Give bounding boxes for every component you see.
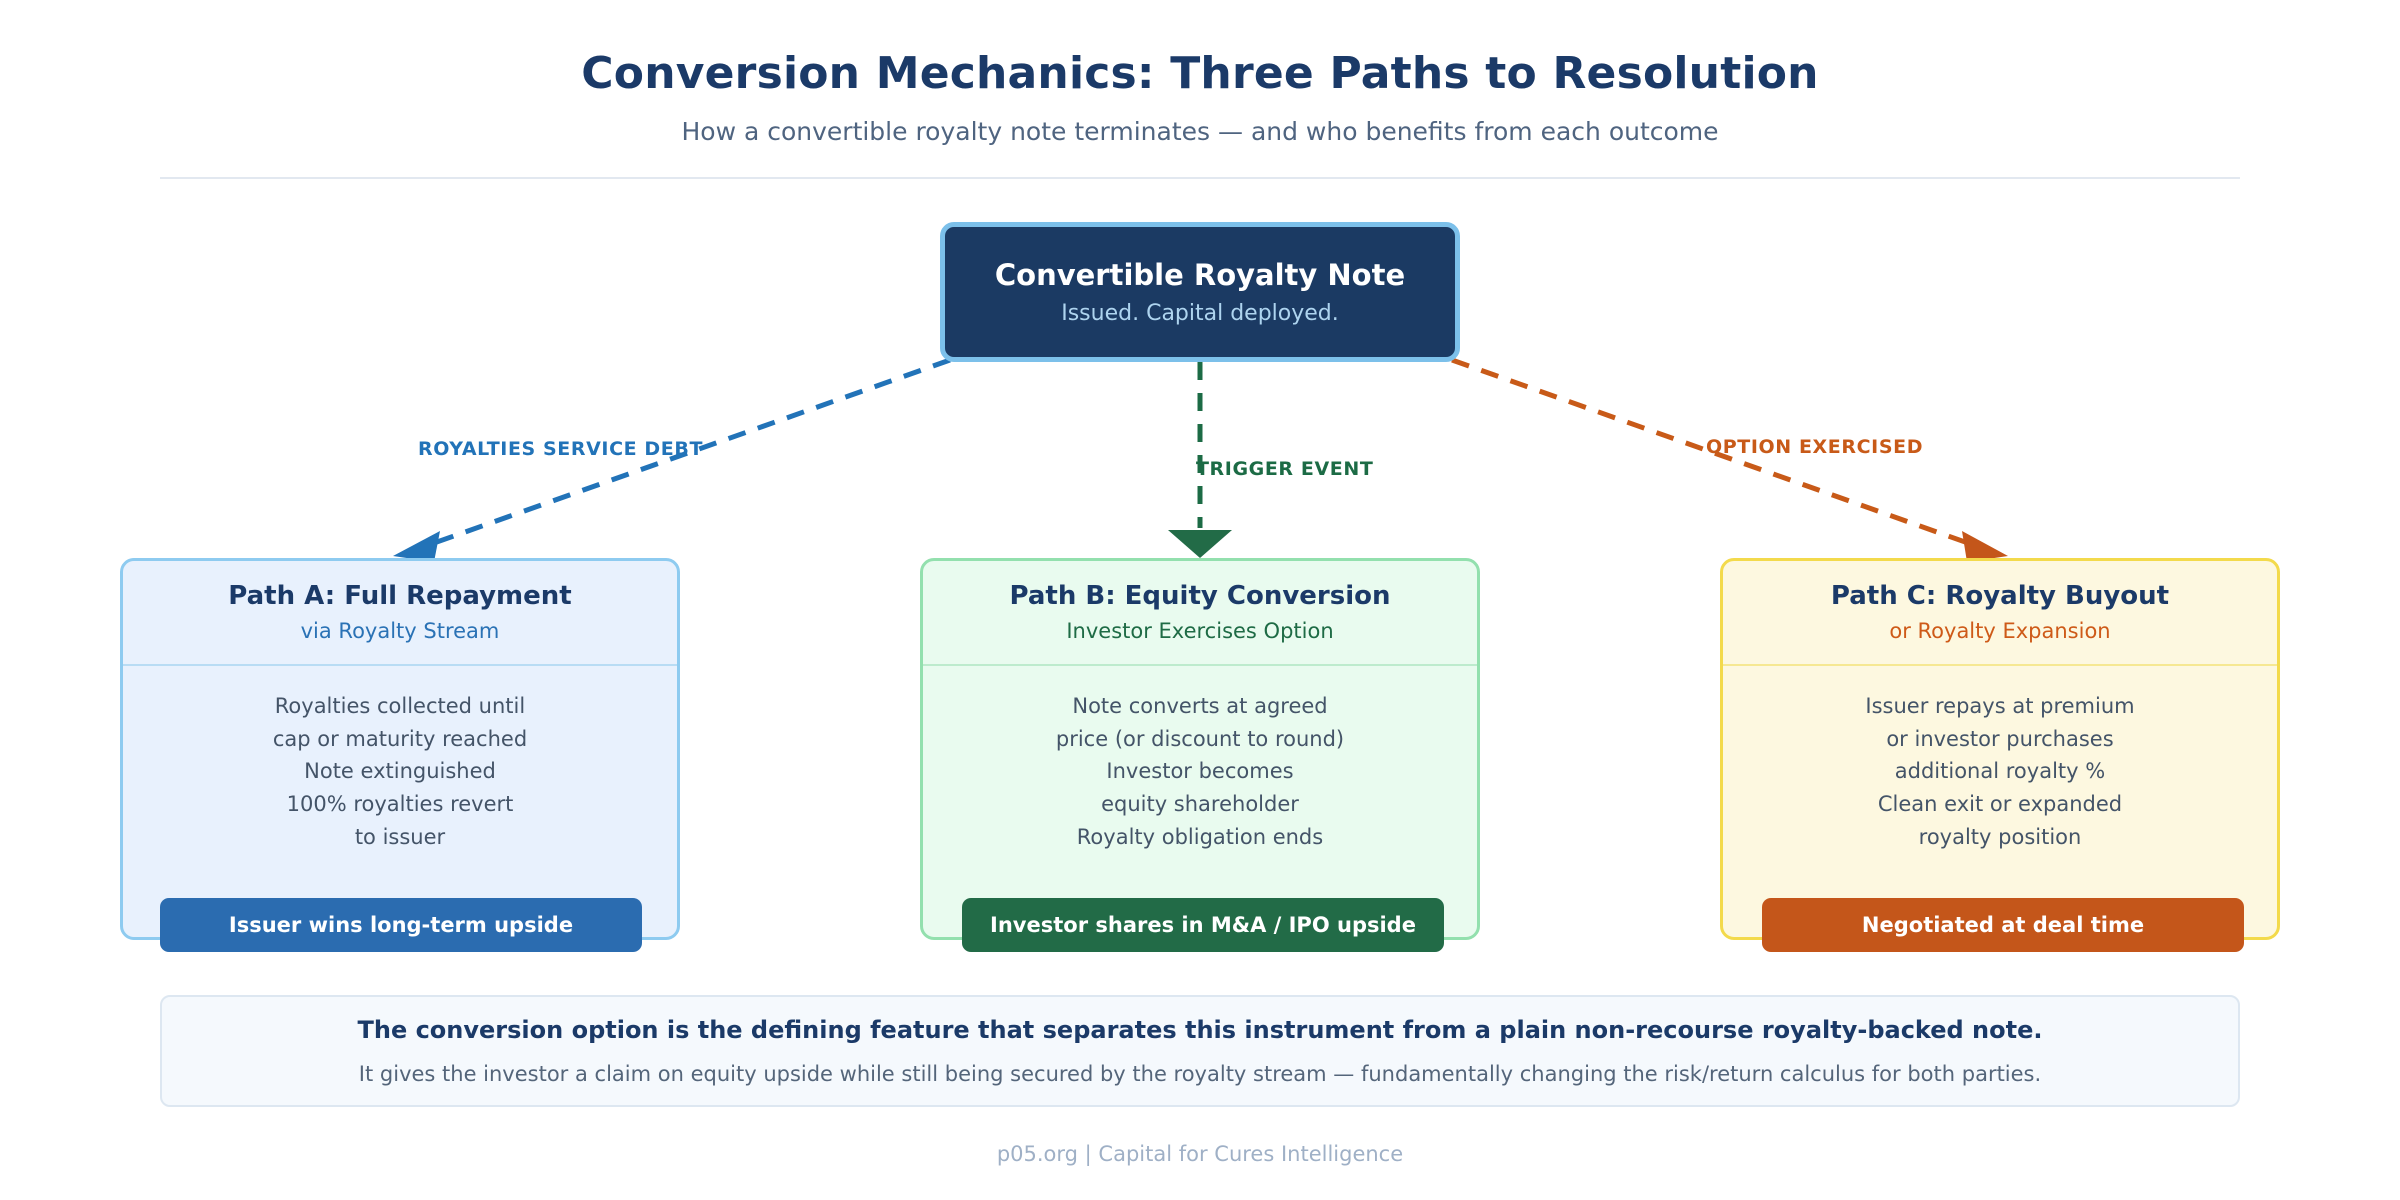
edge-label-option-exercised: OPTION EXERCISED [1706, 436, 1924, 458]
header-divider [160, 177, 2240, 179]
path-card-a-body: Royalties collected until cap or maturit… [123, 666, 677, 853]
root-node-title: Convertible Royalty Note [994, 257, 1406, 292]
path-card-a-line: 100% royalties revert [286, 791, 514, 816]
summary-callout: The conversion option is the defining fe… [160, 995, 2240, 1107]
connector-path-a [393, 357, 951, 562]
path-card-b-line: price (or discount to round) [1055, 726, 1345, 751]
page-title: Conversion Mechanics: Three Paths to Res… [581, 48, 1819, 99]
path-card-a-line: Royalties collected until [274, 694, 526, 718]
connector-path-c [1451, 357, 2008, 562]
path-card-c-line: royalty position [1918, 824, 2082, 849]
path-card-c-line: Issuer repays at premium [1865, 694, 2135, 718]
path-card-b-subtitle: Investor Exercises Option [1066, 618, 1334, 643]
path-card-a-title: Path A: Full Repayment [228, 581, 572, 612]
path-card-c-line: additional royalty % [1894, 759, 2106, 784]
edge-label-trigger-event: TRIGGER EVENT [1196, 458, 1374, 480]
path-card-c-line: or investor purchases [1886, 726, 2114, 751]
path-card-b-line: Note converts at agreed [1072, 694, 1328, 718]
path-card-c-body: Issuer repays at premium or investor pur… [1723, 666, 2277, 853]
path-card-b[interactable]: Path B: Equity Conversion Investor Exerc… [920, 558, 1480, 940]
path-card-c-header: Path C: Royalty Buyout or Royalty Expans… [1723, 561, 2277, 666]
path-card-b-header: Path B: Equity Conversion Investor Exerc… [923, 561, 1477, 666]
path-card-c-line: Clean exit or expanded [1877, 791, 2123, 816]
path-card-a-header: Path A: Full Repayment via Royalty Strea… [123, 561, 677, 666]
callout-headline: The conversion option is the defining fe… [357, 1016, 2043, 1044]
path-card-b-line: Royalty obligation ends [1076, 824, 1324, 849]
outcome-badge-path-b[interactable]: Investor shares in M&A / IPO upside [962, 898, 1444, 952]
root-node-convertible-royalty-note[interactable]: Convertible Royalty Note Issued. Capital… [940, 222, 1460, 362]
attribution-footer: p05.org | Capital for Cures Intelligence [996, 1142, 1404, 1166]
page-header: Conversion Mechanics: Three Paths to Res… [0, 0, 2400, 180]
path-card-b-line: equity shareholder [1101, 791, 1299, 816]
page-subtitle: How a convertible royalty note terminate… [681, 117, 1719, 146]
path-card-b-body: Note converts at agreed price (or discou… [923, 666, 1477, 853]
edge-label-royalties-service-debt: ROYALTIES SERVICE DEBT [418, 438, 704, 460]
path-card-b-title: Path B: Equity Conversion [1009, 581, 1391, 612]
root-node-subtitle: Issued. Capital deployed. [1061, 301, 1339, 327]
path-card-a-line: Note extinguished [304, 759, 496, 784]
path-card-a-line: cap or maturity reached [272, 726, 528, 751]
path-card-a-subtitle: via Royalty Stream [300, 618, 500, 643]
path-card-b-line: Investor becomes [1106, 759, 1294, 784]
path-card-c-subtitle: or Royalty Expansion [1889, 618, 2111, 643]
path-card-a[interactable]: Path A: Full Repayment via Royalty Strea… [120, 558, 680, 940]
path-card-a-line: to issuer [354, 824, 446, 849]
path-card-c[interactable]: Path C: Royalty Buyout or Royalty Expans… [1720, 558, 2280, 940]
outcome-badge-path-c[interactable]: Negotiated at deal time [1762, 898, 2244, 952]
callout-detail: It gives the investor a claim on equity … [358, 1062, 2042, 1086]
outcome-badge-path-a[interactable]: Issuer wins long-term upside [160, 898, 642, 952]
path-card-c-title: Path C: Royalty Buyout [1830, 581, 2170, 612]
